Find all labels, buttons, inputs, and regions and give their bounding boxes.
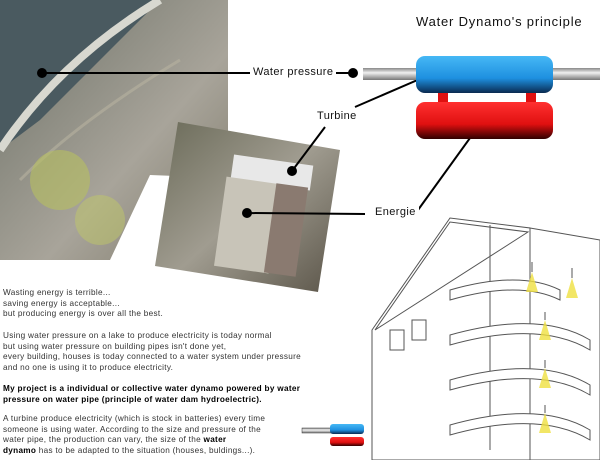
text-line: A turbine produce electricity (which is …	[3, 414, 266, 423]
text-line: Using water pressure on a lake to produc…	[3, 331, 272, 340]
light-beams	[526, 272, 578, 433]
text-line: pressure on water pipe (principle of wat…	[3, 394, 262, 404]
label-turbine: Turbine	[314, 110, 360, 122]
text-line: dynamo has to be adapted to the situatio…	[3, 446, 265, 457]
turbine-cylinder	[416, 56, 553, 93]
label-energie: Energie	[372, 206, 419, 218]
text-line: but producing energy is over all the bes…	[3, 309, 164, 319]
text-span: water pipe, the production can vary, the…	[3, 435, 204, 445]
energy-battery-cylinder	[416, 102, 553, 139]
context-paragraph: Using water pressure on a lake to produc…	[3, 331, 301, 373]
small-dynamo-icon	[301, 424, 364, 446]
page-title: Water Dynamo's principle	[416, 14, 583, 29]
turbine-paragraph: A turbine produce electricity (which is …	[3, 414, 265, 456]
bold-span: water	[203, 435, 227, 445]
text-span: has to be adapted to the situation (hous…	[36, 445, 256, 455]
water-dynamo-diagram	[363, 56, 600, 139]
label-water-pressure: Water pressure	[250, 66, 337, 78]
building-sketch	[371, 217, 600, 460]
intro-paragraph: Wasting energy is terrible... saving ene…	[3, 288, 163, 320]
text-line: Wasting energy is terrible...	[3, 288, 111, 297]
text-line: water pipe, the production can vary, the…	[3, 435, 265, 446]
text-line: every building, houses is today connecte…	[3, 352, 301, 362]
project-paragraph: My project is a individual or collective…	[3, 384, 300, 405]
text-line: but using water pressure on building pip…	[3, 341, 227, 351]
power-plant-photo	[155, 122, 340, 292]
text-line: My project is a individual or collective…	[3, 384, 301, 393]
text-line: someone is using water. According to the…	[3, 424, 261, 434]
text-line: saving energy is acceptable...	[3, 298, 120, 308]
text-line: and no one is using it to produce electr…	[3, 362, 174, 372]
dam-photo	[0, 0, 228, 260]
bold-span: dynamo	[3, 445, 37, 455]
